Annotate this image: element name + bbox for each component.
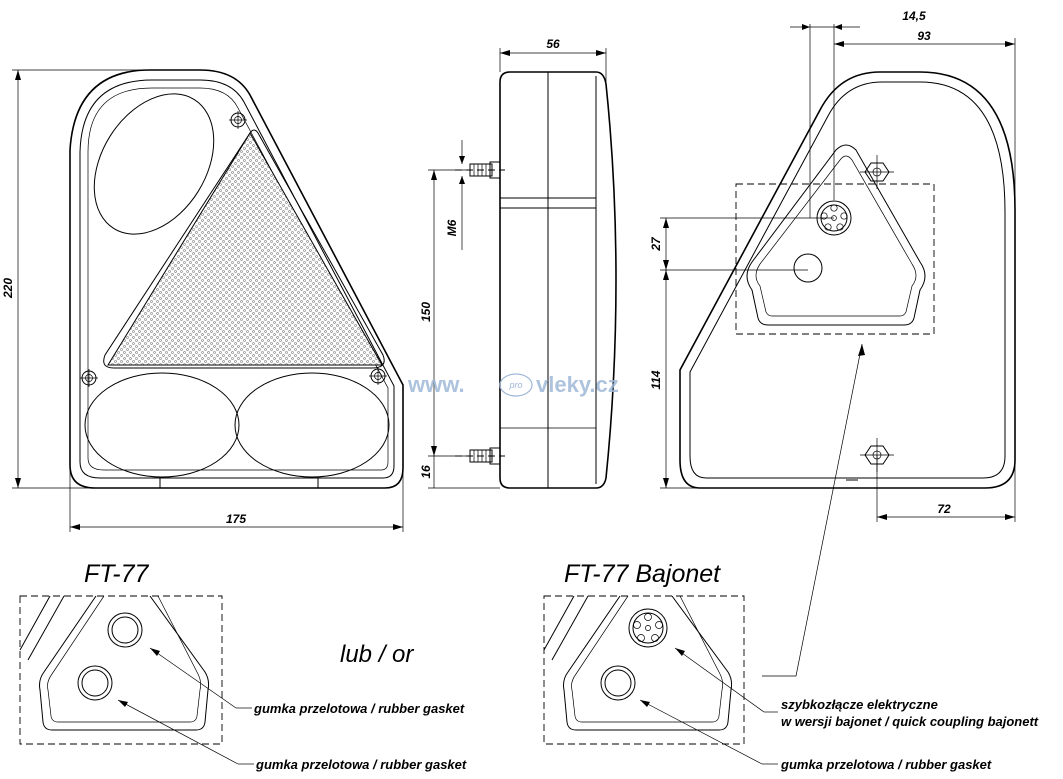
upper-oval-lamp bbox=[93, 93, 215, 235]
ft77-leader-upper bbox=[149, 647, 237, 709]
dim-150-label: 150 bbox=[419, 302, 433, 322]
ft77-leader-upper-arrow bbox=[150, 648, 160, 656]
ft77-leader-lower bbox=[117, 699, 239, 765]
rear-nut-top bbox=[860, 155, 894, 189]
ft77-outer-edge-1 bbox=[19, 595, 51, 651]
watermark-prefix: www. bbox=[407, 372, 465, 397]
rear-view: 14,5 93 27 114 72 bbox=[649, 9, 1016, 677]
bajonet-hole-outer bbox=[600, 665, 636, 701]
watermark: www. pro vleky.cz bbox=[407, 372, 619, 397]
dim-220-label: 220 bbox=[1, 278, 15, 299]
ft77-hole-lower-inner bbox=[81, 669, 109, 697]
coupling-label-line2: w wersji bajonet / quick coupling bajone… bbox=[781, 714, 1039, 729]
front-rim-line bbox=[87, 87, 389, 471]
ft77-hole-upper-inner bbox=[111, 616, 139, 644]
dim-145-label: 14,5 bbox=[902, 9, 926, 23]
screw-right bbox=[369, 367, 387, 385]
bajonet-triangle-outer bbox=[563, 595, 733, 731]
ft77-bajonet-detail: FT-77 Bajonet szybkozłącze elektryczne w… bbox=[543, 560, 1039, 772]
ft77-leader-lower-arrow bbox=[118, 700, 128, 707]
bajonet-leader-coupling-arrow bbox=[675, 648, 685, 656]
watermark-suffix: vleky.cz bbox=[536, 372, 619, 397]
ft77-triangle-outer bbox=[39, 595, 210, 731]
ft77-outer-edge-2 bbox=[27, 595, 65, 661]
bajonet-outer-edge-2 bbox=[551, 595, 589, 661]
dim-16-label: 16 bbox=[419, 465, 433, 479]
bajonet-hole-inner bbox=[604, 669, 632, 697]
reflector-triangle bbox=[107, 132, 383, 366]
bajonet-gasket-label: gumka przelotowa / rubber gasket bbox=[780, 757, 992, 772]
rear-gasket-hole bbox=[793, 253, 823, 283]
dim-93-label: 93 bbox=[917, 29, 931, 43]
bajonet-connector bbox=[628, 608, 668, 648]
screw-left bbox=[80, 369, 98, 387]
reflector-frame bbox=[103, 129, 385, 369]
front-inner-outline bbox=[79, 79, 395, 479]
ft77-hole-lower-outer bbox=[77, 665, 113, 701]
dim-27-114-arrows bbox=[663, 218, 669, 488]
screw-top-right bbox=[229, 111, 247, 129]
lower-left-lamp bbox=[84, 372, 240, 478]
coupling-label-line1: szybkozłącze elektryczne bbox=[781, 697, 938, 712]
rear-inner-outline bbox=[689, 81, 1006, 479]
bajonet-detail-box bbox=[543, 595, 745, 745]
bajonet-leader-coupling bbox=[674, 647, 765, 713]
ft77-triangle-inner bbox=[47, 595, 202, 723]
rear-triangle-inner bbox=[755, 155, 917, 317]
bajonet-outer-edge-1 bbox=[543, 595, 575, 651]
watermark-pro-ring bbox=[499, 373, 533, 397]
watermark-pro: pro bbox=[508, 380, 522, 390]
dim-175-label: 175 bbox=[226, 512, 246, 526]
dim-72-label: 72 bbox=[937, 502, 951, 516]
front-view: 220 175 bbox=[1, 69, 404, 532]
bajonet-triangle-inner bbox=[571, 595, 724, 723]
side-body-outline bbox=[499, 71, 617, 489]
dim-56-label: 56 bbox=[546, 37, 560, 51]
detail-leader-arrow bbox=[858, 344, 865, 356]
bajonet-leader-gasket-arrow bbox=[640, 700, 650, 707]
ft77-hole-upper-outer bbox=[107, 612, 143, 648]
dim-m6-label: M6 bbox=[445, 219, 459, 236]
lower-right-lamp bbox=[234, 372, 390, 478]
dim-145-arrows bbox=[802, 24, 842, 30]
bajonet-title: FT-77 Bajonet bbox=[564, 560, 721, 588]
ft77-gasket-label-1: gumka przelotowa / rubber gasket bbox=[253, 701, 465, 716]
rear-outer-outline bbox=[679, 71, 1016, 489]
ft77-title: FT-77 bbox=[84, 560, 149, 588]
dim-114-label: 114 bbox=[649, 370, 663, 389]
ft77-detail-box bbox=[19, 595, 223, 745]
ft77-detail: FT-77 gumka przelotowa / rubber gasket g… bbox=[19, 560, 467, 772]
dim-m6-arrows bbox=[459, 156, 465, 184]
ft77-gasket-label-2: gumka przelotowa / rubber gasket bbox=[255, 757, 467, 772]
rear-detail-box bbox=[735, 183, 935, 335]
dim-27-label: 27 bbox=[649, 236, 663, 252]
rear-triangle-outer bbox=[746, 144, 926, 326]
side-view: 56 M6 150 16 bbox=[419, 37, 617, 489]
lub-or-label: lub / or bbox=[340, 641, 414, 668]
detail-leader-line bbox=[762, 343, 863, 677]
bajonet-leader-gasket bbox=[639, 699, 763, 765]
